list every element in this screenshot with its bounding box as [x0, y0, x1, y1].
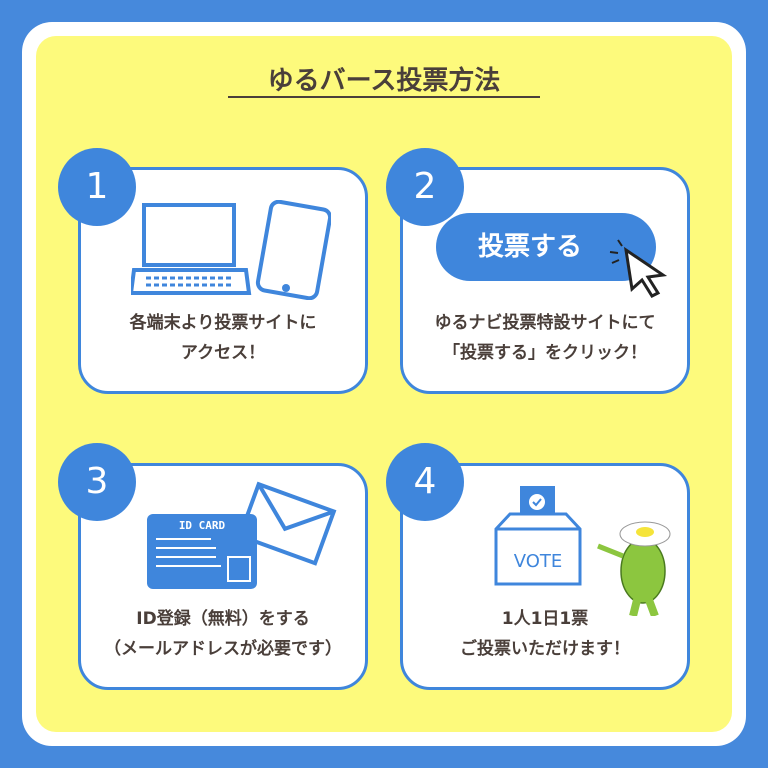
step-1-line-1: 各端末より投票サイトに [129, 313, 317, 333]
laptop-phone-icon [131, 200, 331, 300]
step-3-line-1: ID登録（無料）をする [136, 609, 310, 629]
step-4-line-2: ご投票いただけます！ [460, 639, 630, 659]
step-2-line-1: ゆるナビ投票特設サイトにて [434, 313, 656, 333]
step-badge-4: 4 [386, 443, 464, 521]
envelope-icon [237, 481, 337, 566]
ballot-box-icon [494, 486, 582, 586]
step-4-line-1: 1人1日1票 [501, 609, 589, 629]
ballot-box-label: VOTE [513, 551, 563, 572]
id-card-icon: ID CARD [147, 514, 257, 589]
mascot-character [597, 521, 671, 616]
step-card-2: 投票する ゆるナビ投票特設サイトにて 「投票する」をクリック！ [400, 167, 690, 394]
title-underline [228, 96, 540, 98]
step-3-line-2: （メールアドレスが必要です） [104, 639, 342, 659]
vote-button-illustration: 投票する [436, 213, 656, 281]
step-badge-2: 2 [386, 148, 464, 226]
step-1-line-2: アクセス！ [180, 343, 266, 363]
step-badge-1: 1 [58, 148, 136, 226]
page-title: ゆるバース投票方法 [267, 66, 501, 96]
step-2-line-2: 「投票する」をクリック！ [443, 343, 647, 363]
step-badge-3: 3 [58, 443, 136, 521]
id-card-label: ID CARD [178, 519, 226, 532]
cursor-icon [609, 239, 668, 298]
